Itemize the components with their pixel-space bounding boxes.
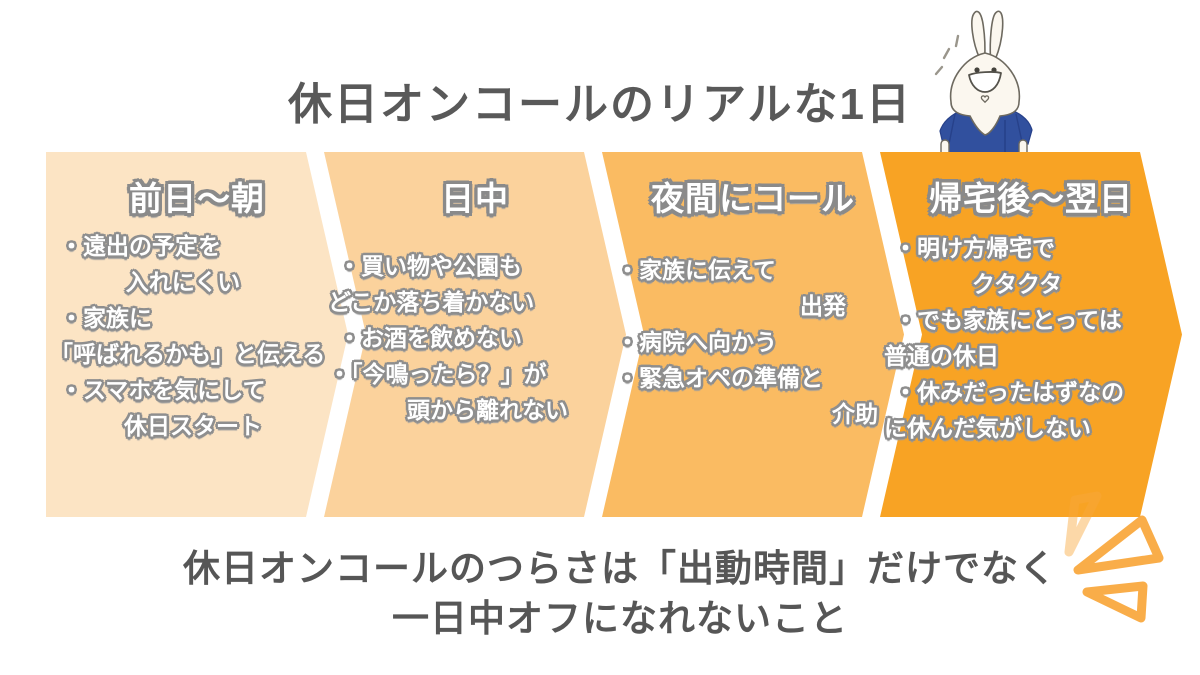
bullet-line: ・お酒を飲めない <box>338 325 522 351</box>
bullet-line: 頭から離れない <box>407 397 568 423</box>
rabbit-in-scrubs-icon <box>934 10 1033 158</box>
bullet-line: ・買い物や公園も <box>338 253 522 279</box>
panel-header: 帰宅後〜翌日 <box>929 180 1133 217</box>
bullet-line: 「呼ばれるかも」と伝える <box>50 341 326 367</box>
panel-header: 日中 <box>441 180 509 217</box>
bullet-line: 休日スタート <box>124 413 262 439</box>
page-title: 休日オンコールのリアルな1日 <box>287 80 913 129</box>
chevron-shape <box>602 152 904 517</box>
panel-day-before-morning: 前日〜朝 ・遠出の予定を 入れにくい ・家族に 「呼ばれるかも」と伝える ・スマ… <box>46 152 348 517</box>
bullet-line: ・でも家族にとっては <box>894 307 1122 333</box>
bullet-line: ・家族に伝えて <box>616 257 776 283</box>
summary-line-1: 休日オンコールのつらさは「出動時間」だけでなく <box>183 548 1057 589</box>
bullet-line: 普通の休日 <box>884 343 999 369</box>
bullet-line: 入れにくい <box>125 269 241 295</box>
bullet-line: に休んだ気がしない <box>884 415 1091 441</box>
bullet-line: ・緊急オペの準備と <box>616 365 823 391</box>
panel-night-call: 夜間にコール ・家族に伝えて 出発 ・病院へ向かう ・緊急オペの準備と 介助 <box>602 152 904 517</box>
bullet-line: ・家族に <box>60 305 152 331</box>
bullet-line: ・明け方帰宅で <box>894 235 1055 261</box>
panel-daytime: 日中 ・買い物や公園も どこか落ち着かない ・お酒を飲めない ・「今鳴ったら？」… <box>324 152 626 517</box>
bullet-line: ・休みだったはずなの <box>894 379 1124 405</box>
bullet-line: ・「今鳴ったら？」が <box>328 361 547 387</box>
panel-after-return-next-day: 帰宅後〜翌日 ・明け方帰宅で クタクタ ・でも家族にとっては 普通の休日 ・休み… <box>880 152 1182 517</box>
bullet-line: 介助 <box>832 401 878 427</box>
bullet-line: 出発 <box>800 293 846 319</box>
panel-header: 夜間にコール <box>651 180 855 217</box>
bullet-line: ・病院へ向かう <box>616 329 777 355</box>
burst-triangles-icon <box>1064 491 1164 623</box>
chevron-shape <box>46 152 348 517</box>
summary-text: 休日オンコールのつらさは「出動時間」だけでなく 一日中オフになれないこと <box>40 544 1200 644</box>
bullet-line: クタクタ <box>971 271 1063 297</box>
bullet-line: ・スマホを気にして <box>60 377 266 403</box>
panel-header: 前日〜朝 <box>129 180 265 217</box>
chevron-shape <box>880 152 1182 517</box>
summary-line-2: 一日中オフになれないこと <box>392 598 848 639</box>
bullet-line: どこか落ち着かない <box>328 289 535 315</box>
sparkle-icon <box>934 34 960 76</box>
bullet-line: ・遠出の予定を <box>60 233 221 259</box>
chevron-shape <box>324 152 626 517</box>
